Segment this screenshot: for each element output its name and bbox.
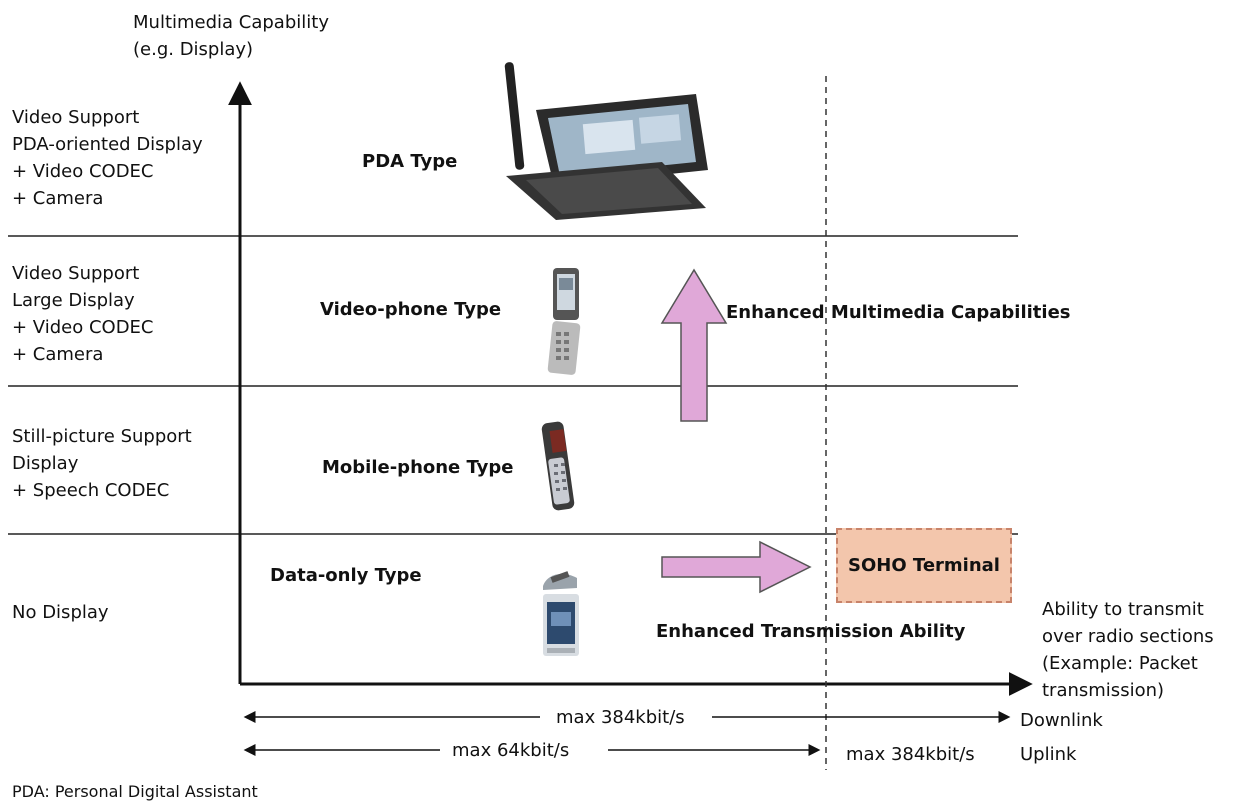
row-capability-label: Video Support Large Display + Video CODE… — [12, 263, 154, 365]
footnote: PDA: Personal Digital Assistant — [12, 782, 258, 801]
soho-terminal-box: SOHO Terminal — [836, 528, 1012, 603]
uplink-rate: max 64kbit/s — [452, 740, 570, 761]
x-axis-label: Ability to transmit over radio sections … — [1042, 599, 1214, 701]
terminal-type-label: Mobile-phone Type — [322, 457, 514, 478]
y-axis-label: Multimedia Capability (e.g. Display) — [133, 12, 329, 60]
terminal-type-label: Video-phone Type — [320, 299, 502, 320]
soho-terminal-label: SOHO Terminal — [848, 555, 1000, 576]
row-capability-label: No Display — [12, 602, 109, 623]
mobile-phone-icon — [541, 421, 575, 511]
terminal-type-label: Data-only Type — [270, 565, 422, 586]
downlink-label: Downlink — [1020, 710, 1103, 731]
enhanced-transmission-label: Enhanced Transmission Ability — [656, 621, 966, 642]
flip-phone-icon — [547, 268, 581, 375]
pda-icon — [504, 62, 708, 220]
uplink-label: Uplink — [1020, 744, 1077, 765]
row-capability-label: Still-picture Support Display + Speech C… — [12, 426, 192, 501]
enhanced-multimedia-arrow — [660, 268, 728, 422]
uplink-rate-high: max 384kbit/s — [846, 744, 975, 765]
downlink-rate: max 384kbit/s — [556, 707, 685, 728]
terminal-type-label: PDA Type — [362, 151, 458, 172]
data-card-icon — [543, 571, 579, 656]
enhanced-transmission-arrow — [661, 540, 812, 594]
enhanced-multimedia-label: Enhanced Multimedia Capabilities — [726, 302, 1071, 323]
row-capability-label: Video Support PDA-oriented Display + Vid… — [12, 107, 203, 209]
